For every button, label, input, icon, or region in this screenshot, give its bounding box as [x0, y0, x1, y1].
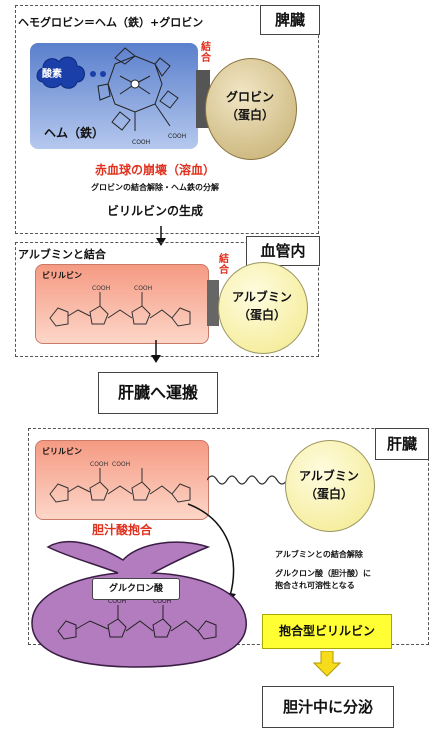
solubility-note: グルクロン酸（胆汁酸）に 抱合され可溶性となる: [275, 568, 371, 592]
svg-text:COOH: COOH: [108, 598, 126, 605]
hemoglobin-title: ヘモグロビン＝ヘム（鉄）+グロビン: [18, 16, 204, 29]
released-bond-wave: [207, 475, 287, 485]
blood-bond-label: 結合: [219, 254, 229, 276]
globin-label-line1: グロビン: [225, 90, 274, 104]
solubility-note-line1: グルクロン酸（胆汁酸）に: [275, 569, 371, 578]
dissociation-label: グロビンの結合解除・ヘム鉄の分解: [91, 183, 219, 192]
albumin-release-note: アルブミンとの結合解除: [275, 550, 363, 559]
bilirubin-panel-liver: [35, 440, 209, 520]
svg-text:COOH: COOH: [92, 285, 110, 292]
porphyrin-structure: COOH COOH: [97, 47, 186, 146]
svg-text:COOH: COOH: [90, 461, 108, 468]
spleen-place-label: 脾臓: [260, 5, 320, 35]
globin-oval: [205, 58, 297, 160]
albumin-label-blood-line1: アルブミン: [232, 290, 292, 304]
oxygen-dot-2: [100, 71, 106, 77]
svg-text:COOH: COOH: [134, 285, 152, 292]
albumin-label-liver-line1: アルブミン: [299, 469, 359, 483]
yellow-down-arrow: [313, 651, 341, 677]
albumin-label-liver-line2: （蛋白）: [304, 487, 353, 501]
liver-place-label: 肝臓: [375, 428, 429, 460]
conjugation-label: 胆汁酸抱合: [92, 523, 153, 537]
spleen-panel: [15, 5, 319, 234]
globin-label: グロビン （蛋白）: [205, 88, 295, 124]
blood-place-label: 血管内: [246, 236, 320, 266]
down-arrow-2: [151, 340, 161, 363]
liver-transport-box: 肝臓へ運搬: [98, 372, 218, 414]
svg-text:COOH: COOH: [168, 133, 186, 140]
spleen-bond-label: 結合: [201, 42, 211, 64]
svg-text:COOH: COOH: [132, 139, 150, 146]
hemolysis-label: 赤血球の崩壊（溶血）: [94, 163, 215, 177]
oxygen-cloud-icon: [36, 56, 85, 89]
glucuronic-acid-bag: COOH COOH: [31, 540, 247, 668]
bilirubin-structure-blood: COOH COOH: [49, 285, 191, 327]
bilirubin-structure-liver: COOH COOH: [49, 461, 191, 503]
albumin-label-blood-line2: （蛋白）: [237, 308, 286, 322]
albumin-binding-title: アルブミンと結合: [18, 248, 106, 261]
albumin-label-liver: アルブミン （蛋白）: [285, 467, 373, 503]
bilirubin-panel-blood: [35, 264, 209, 344]
bilirubin-label-blood: ビリルビン: [42, 271, 82, 280]
svg-text:COOH: COOH: [112, 461, 130, 468]
blood-panel: [15, 242, 319, 357]
oxygen-label: 酸素: [42, 69, 62, 80]
solubility-note-line2: 抱合され可溶性となる: [275, 581, 355, 590]
heme-label: ヘム（鉄）: [44, 126, 105, 140]
oxygen-dot: [90, 71, 96, 77]
albumin-oval-liver: [285, 440, 375, 532]
albumin-oval-blood: [218, 262, 308, 354]
blood-bond-connector: [207, 280, 219, 326]
conjugated-bilirubin-box: 抱合型ビリルビン: [262, 614, 392, 649]
bile-secretion-box: 胆汁中に分泌: [262, 686, 394, 728]
globin-label-line2: （蛋白）: [225, 108, 274, 122]
albumin-label-blood: アルブミン （蛋白）: [218, 288, 306, 324]
bilirubin-generation-label: ビリルビンの生成: [106, 204, 203, 218]
svg-text:COOH: COOH: [153, 598, 171, 605]
glucuronic-acid-label: グルクロン酸: [92, 578, 180, 600]
bilirubin-label-liver: ビリルビン: [42, 447, 82, 456]
